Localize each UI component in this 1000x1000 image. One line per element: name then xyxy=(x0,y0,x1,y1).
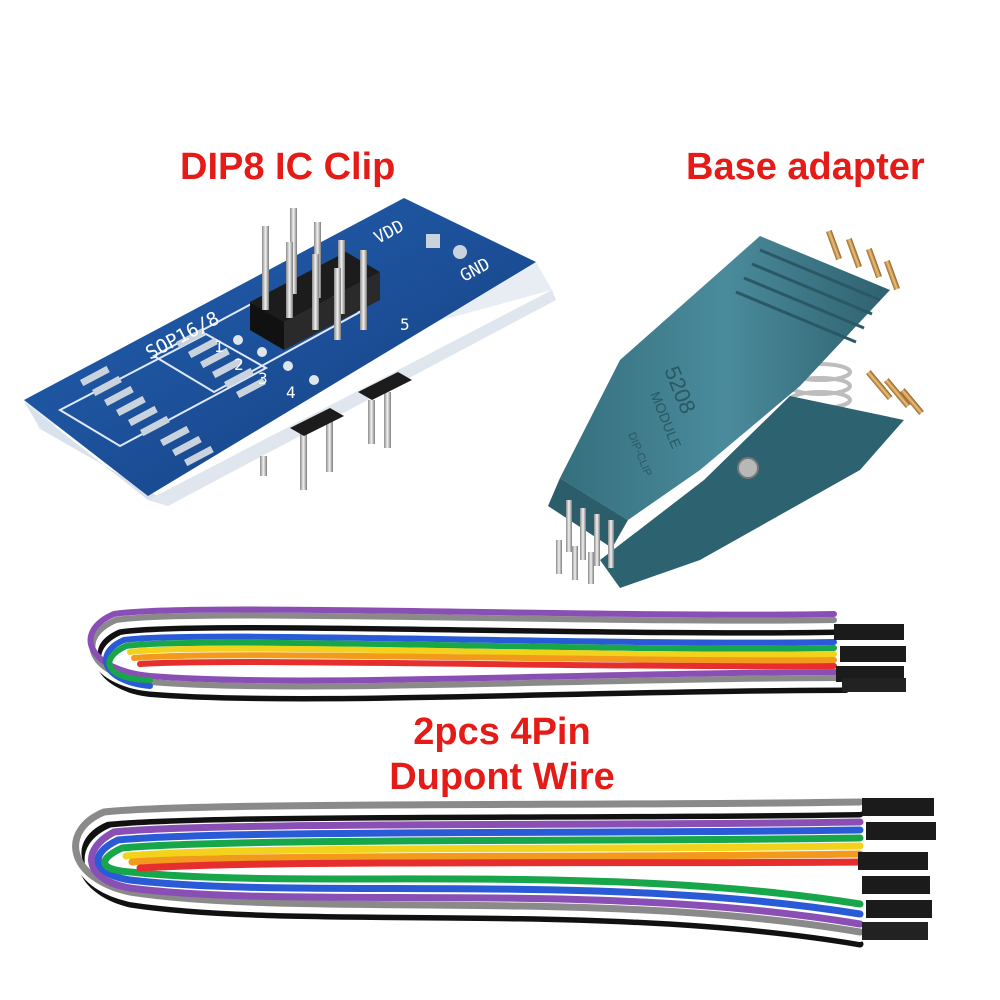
wire-label: 2pcs 4Pin Dupont Wire xyxy=(382,710,622,800)
pin-label-2: 2 xyxy=(234,355,244,374)
ic-clip: 5208 MODULE DIP-CLIP xyxy=(548,229,924,588)
pin-label-5: 5 xyxy=(400,315,410,334)
pin-label-1: 1 xyxy=(214,337,224,356)
pcb-board: VDD GND SOP16/8 1 2 3 4 5 xyxy=(24,198,556,506)
dupont-connectors-2 xyxy=(858,798,936,940)
dupont-wire-1 xyxy=(87,606,850,702)
pin-label-4: 4 xyxy=(286,383,296,402)
adapter-label: Base adapter xyxy=(686,146,925,188)
wire-label-line1: 2pcs 4Pin xyxy=(413,711,591,753)
dupont-wire-2 xyxy=(72,798,864,948)
wire-label-line2: Dupont Wire xyxy=(389,755,615,798)
clip-label: DIP8 IC Clip xyxy=(180,146,396,188)
dupont-connectors-1 xyxy=(834,624,906,692)
pin-label-3: 3 xyxy=(258,369,268,388)
